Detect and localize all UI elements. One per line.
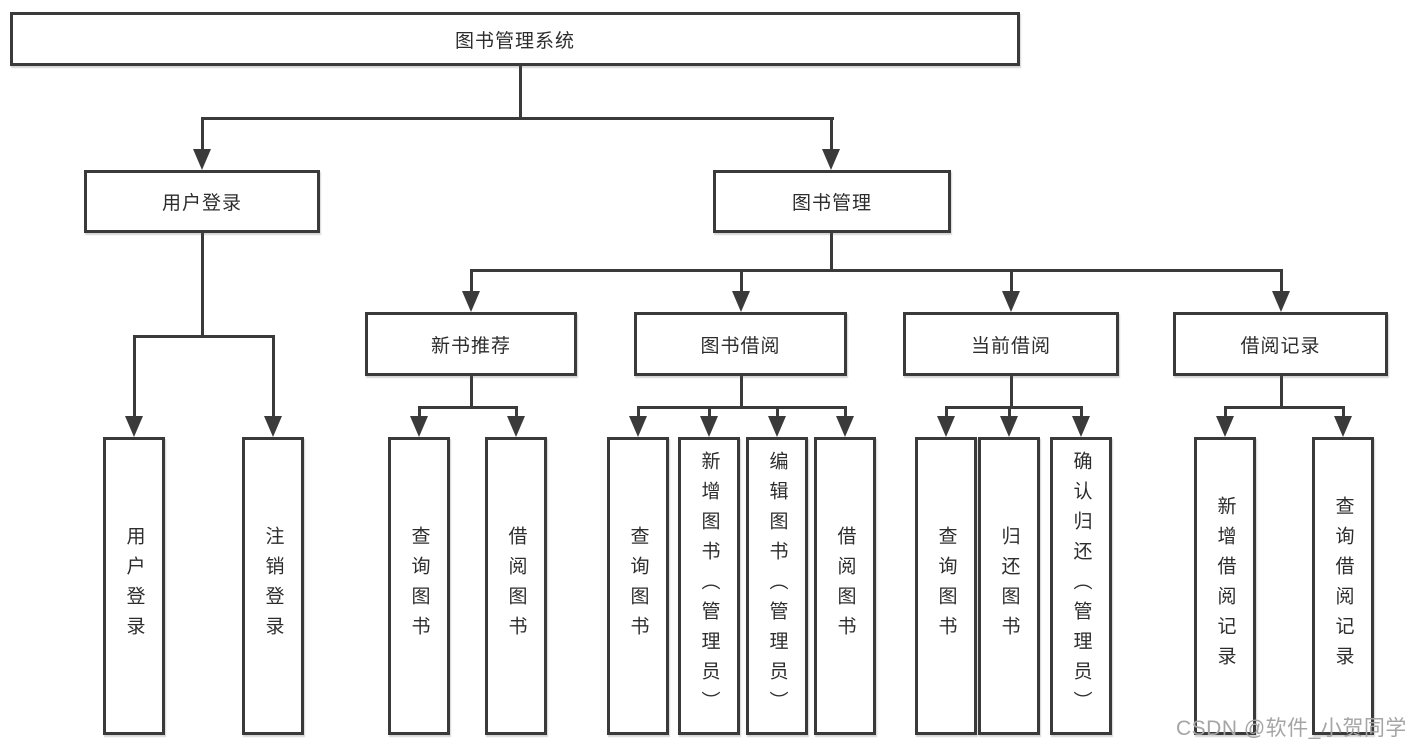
node-current-borrowing: 当前借阅 bbox=[903, 312, 1119, 376]
arrow-down-icon bbox=[937, 416, 955, 437]
leaf-return-books: 归还图书 bbox=[978, 437, 1040, 735]
connector-book-management-stem bbox=[830, 232, 833, 272]
node-label: 编辑图书（管理员） bbox=[766, 451, 788, 721]
connector-leaf bbox=[945, 406, 948, 420]
node-label: 图书借阅 bbox=[700, 335, 781, 357]
arrow-down-icon bbox=[822, 149, 840, 170]
connector-level3-branch bbox=[470, 269, 1283, 272]
connector-root-branch bbox=[201, 117, 834, 120]
connector-book-borrow-stem bbox=[740, 375, 743, 409]
leaf-edit-books-admin: 编辑图书（管理员） bbox=[746, 437, 808, 735]
connector-leaf bbox=[1008, 406, 1011, 420]
leaf-query-books: 查询图书 bbox=[607, 437, 669, 735]
connector-book-borrow-branch bbox=[637, 406, 847, 409]
node-label: 用户登录 bbox=[161, 193, 242, 214]
node-label: 新增图书（管理员） bbox=[698, 451, 720, 721]
arrow-down-icon bbox=[462, 291, 480, 312]
connector-leaf bbox=[708, 406, 711, 420]
node-label: 借阅记录 bbox=[1240, 335, 1321, 357]
arrow-down-icon bbox=[1216, 416, 1234, 437]
leaf-logout: 注销登录 bbox=[242, 437, 304, 735]
arrow-down-icon bbox=[836, 416, 854, 437]
arrow-down-icon bbox=[264, 416, 282, 437]
connector-to-user-login bbox=[201, 117, 204, 155]
connector-to-book-management bbox=[830, 117, 833, 155]
node-book-management: 图书管理 bbox=[713, 170, 951, 233]
connector-borrow-records-branch bbox=[1224, 406, 1345, 409]
arrow-down-icon bbox=[1072, 416, 1090, 437]
connector-leaf bbox=[515, 406, 518, 420]
node-label: 确认归还（管理员） bbox=[1070, 451, 1092, 721]
connector-leaf bbox=[844, 406, 847, 420]
connector-borrow-records-stem bbox=[1280, 375, 1283, 409]
node-label: 图书管理系统 bbox=[454, 30, 575, 52]
node-label: 新增借阅记录 bbox=[1214, 496, 1236, 676]
node-borrowing-records: 借阅记录 bbox=[1173, 312, 1388, 376]
arrow-down-icon bbox=[125, 416, 143, 437]
node-user-login: 用户登录 bbox=[84, 170, 320, 233]
leaf-query-borrow-record: 查询借阅记录 bbox=[1312, 437, 1374, 735]
connector-to-login bbox=[133, 335, 136, 420]
node-library-management-system: 图书管理系统 bbox=[10, 12, 1020, 66]
leaf-borrow-books: 借阅图书 bbox=[485, 437, 547, 735]
leaf-add-books-admin: 新增图书（管理员） bbox=[678, 437, 740, 735]
node-label: 查询图书 bbox=[627, 526, 649, 646]
connector-user-login-stem bbox=[201, 232, 204, 338]
node-book-borrowing: 图书借阅 bbox=[634, 312, 847, 376]
connector-new-book-stem bbox=[470, 375, 473, 409]
connector-leaf bbox=[1342, 406, 1345, 420]
connector-to-new-book bbox=[470, 269, 473, 295]
leaf-query-books: 查询图书 bbox=[915, 437, 977, 735]
connector-to-current-borrow bbox=[1010, 269, 1013, 295]
arrow-down-icon bbox=[1002, 291, 1020, 312]
node-label: 当前借阅 bbox=[970, 335, 1051, 357]
node-label: 图书管理 bbox=[791, 193, 872, 214]
connector-leaf bbox=[637, 406, 640, 420]
connector-current-borrow-stem bbox=[1010, 375, 1013, 409]
node-label: 用户登录 bbox=[123, 526, 145, 646]
arrow-down-icon bbox=[193, 149, 211, 170]
connector-new-book-branch bbox=[418, 406, 518, 409]
node-label: 借阅图书 bbox=[834, 526, 856, 646]
connector-to-logout bbox=[272, 335, 275, 420]
leaf-borrow-books: 借阅图书 bbox=[814, 437, 876, 735]
arrow-down-icon bbox=[629, 416, 647, 437]
node-label: 查询图书 bbox=[935, 526, 957, 646]
arrow-down-icon bbox=[1334, 416, 1352, 437]
leaf-query-books: 查询图书 bbox=[388, 437, 450, 735]
node-label: 归还图书 bbox=[998, 526, 1020, 646]
node-new-book-recommendation: 新书推荐 bbox=[365, 312, 577, 376]
node-label: 新书推荐 bbox=[430, 335, 511, 357]
leaf-add-borrow-record: 新增借阅记录 bbox=[1194, 437, 1256, 735]
arrow-down-icon bbox=[1000, 416, 1018, 437]
connector-leaf bbox=[418, 406, 421, 420]
connector-user-login-branch bbox=[133, 335, 275, 338]
connector-leaf bbox=[776, 406, 779, 420]
connector-to-book-borrow bbox=[740, 269, 743, 295]
connector-leaf bbox=[1224, 406, 1227, 420]
arrow-down-icon bbox=[700, 416, 718, 437]
arrow-down-icon bbox=[768, 416, 786, 437]
arrow-down-icon bbox=[732, 291, 750, 312]
leaf-confirm-return-admin: 确认归还（管理员） bbox=[1050, 437, 1112, 735]
node-label: 注销登录 bbox=[262, 526, 284, 646]
csdn-watermark: CSDN @软件_小贺同学 bbox=[1176, 717, 1405, 740]
connector-leaf bbox=[1080, 406, 1083, 420]
connector-to-borrow-records bbox=[1280, 269, 1283, 295]
connector-current-borrow-branch bbox=[945, 406, 1083, 409]
arrow-down-icon bbox=[507, 416, 525, 437]
arrow-down-icon bbox=[410, 416, 428, 437]
node-label: 查询借阅记录 bbox=[1332, 496, 1354, 676]
leaf-user-login: 用户登录 bbox=[103, 437, 165, 735]
node-label: 查询图书 bbox=[408, 526, 430, 646]
arrow-down-icon bbox=[1272, 291, 1290, 312]
node-label: 借阅图书 bbox=[505, 526, 527, 646]
connector-root-stem bbox=[519, 64, 522, 119]
